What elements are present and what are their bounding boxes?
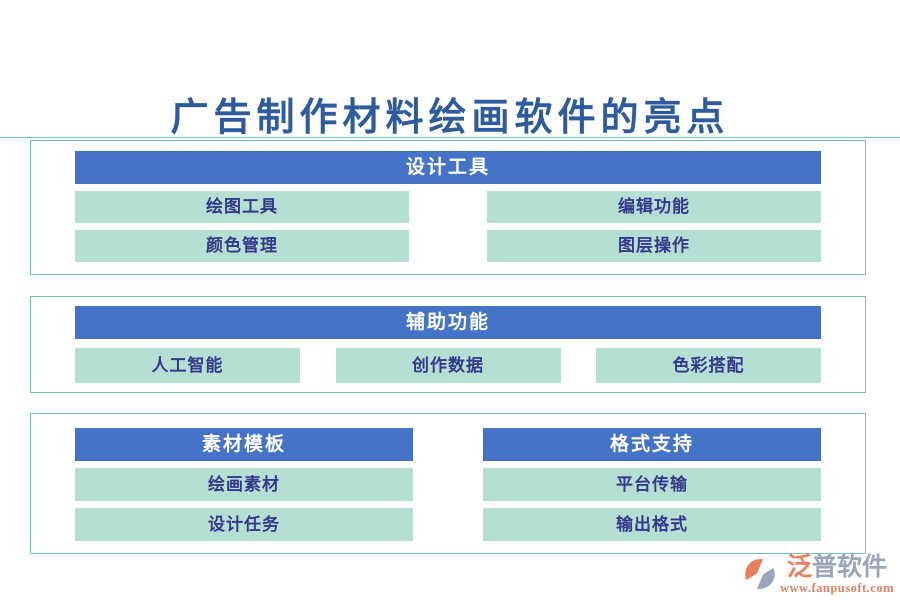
logo-name-accent: 泛 <box>786 553 812 581</box>
feature-item-creation-data: 创作数据 <box>335 348 561 383</box>
page-title: 广告制作材料绘画软件的亮点 <box>170 97 730 139</box>
assist-functions-row: 人工智能 创作数据 色彩搭配 <box>75 348 821 383</box>
templates-formats-columns: 素材模板 绘画素材 设计任务 格式支持 平台传输 输出格式 <box>75 428 821 541</box>
fanpu-logo-text: 泛普软件 www.fanpusoft.com <box>780 554 894 597</box>
feature-item-output-formats: 输出格式 <box>483 508 821 541</box>
logo-website-url: www.fanpusoft.com <box>779 581 894 595</box>
column-material-templates: 素材模板 绘画素材 设计任务 <box>75 428 413 541</box>
material-templates-header: 素材模板 <box>75 428 413 461</box>
title-divider <box>0 137 900 138</box>
format-support-header: 格式支持 <box>483 428 821 461</box>
section-assist-functions: 辅助功能 人工智能 创作数据 色彩搭配 <box>30 296 866 393</box>
feature-item-painting-materials: 绘画素材 <box>75 468 413 501</box>
design-tools-grid: 绘图工具 编辑功能 颜色管理 图层操作 <box>75 191 821 262</box>
logo-name-rest: 普软件 <box>811 553 887 581</box>
feature-item-design-tasks: 设计任务 <box>75 508 413 541</box>
section-design-tools-header: 设计工具 <box>75 151 821 184</box>
fanpu-circle-logo-icon <box>745 558 775 589</box>
feature-item-drawing-tools: 绘图工具 <box>75 191 409 223</box>
section-templates-and-formats: 素材模板 绘画素材 设计任务 格式支持 平台传输 输出格式 <box>30 413 866 554</box>
section-design-tools: 设计工具 绘图工具 编辑功能 颜色管理 图层操作 <box>30 140 866 275</box>
feature-item-layer-operations: 图层操作 <box>487 230 821 262</box>
feature-item-platform-transfer: 平台传输 <box>483 468 821 501</box>
feature-item-edit-functions: 编辑功能 <box>487 191 821 223</box>
column-format-support: 格式支持 平台传输 输出格式 <box>483 428 821 541</box>
fanpu-watermark: 泛普软件 www.fanpusoft.com <box>742 554 894 597</box>
feature-item-artificial-intelligence: 人工智能 <box>75 348 300 383</box>
logo-company-name: 泛普软件 <box>787 554 887 582</box>
section-assist-functions-header: 辅助功能 <box>75 306 821 339</box>
feature-item-color-matching: 色彩搭配 <box>596 348 821 383</box>
feature-item-color-management: 颜色管理 <box>75 230 409 262</box>
